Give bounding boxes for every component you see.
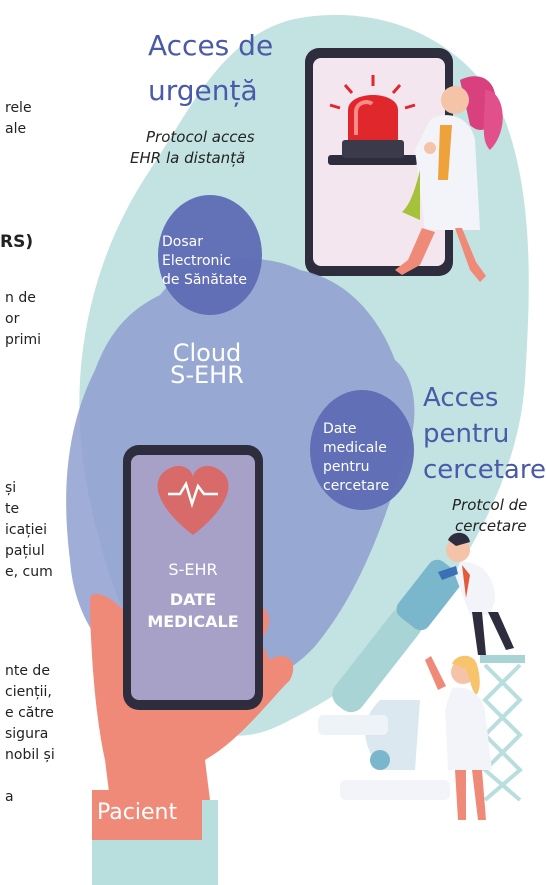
research-bubble [310,390,414,510]
cloud-label-line2: S-EHR [170,361,244,389]
left-text-line: e către [5,705,54,721]
research-subtitle-line2: cercetare [455,517,527,535]
research-bubble-line1: Date [323,421,357,437]
ehr-bubble-line2: Electronic [162,253,232,269]
research-bubble-line3: pentru [323,459,370,475]
research-bubble-line2: medicale [323,440,387,456]
ehr-bubble [158,195,262,315]
emergency-phone-illustration [305,48,453,276]
research-title-line1: Acces [423,383,499,413]
doctor-woman-illustration [395,76,503,282]
left-text-line: cienții, [5,684,52,700]
left-heading-fragment: RS) [0,232,34,252]
patient-label: Pacient [97,800,178,825]
left-text-line: te [5,501,20,517]
left-text-line: a [5,789,14,805]
phone-bold-line2: MEDICALE [147,612,239,631]
left-text-line: pațiul [5,543,45,559]
research-subtitle-line1: Protcol de [452,496,528,514]
left-text-line: or [5,311,20,327]
left-text-line: primi [5,332,42,348]
left-text-line: sigura [5,726,49,742]
emergency-title-line1: Acces de [148,29,274,62]
scientist-man-illustration [438,532,514,655]
scientist-woman-illustration [425,655,492,820]
research-title-line3: cercetare [423,455,546,485]
emergency-subtitle-line1: Protocol acces [146,128,255,146]
scaffold-illustration [482,663,523,802]
s-ehr-phone-illustration [123,445,263,710]
left-text-line: n de [5,290,36,306]
left-text-line: ale [5,121,27,137]
research-bubble-line4: cercetare [323,478,390,494]
siren-icon [328,75,418,165]
left-text-line: și [5,480,17,496]
cloud-label-line1: Cloud [172,339,242,367]
phone-bold-line1: DATE [169,590,217,609]
left-text-line: icației [5,522,48,538]
left-text-line: nte de [5,663,50,679]
ehr-bubble-line1: Dosar [162,234,203,250]
ehr-bubble-line3: de Sănătate [162,272,248,288]
emergency-subtitle-line2: EHR la distanță [130,149,246,167]
left-text-line: nobil și [5,747,55,763]
left-text-line: e, cum [5,564,53,580]
left-text-line: rele [5,100,32,116]
research-title-line2: pentru [423,419,510,449]
phone-label: S-EHR [168,560,218,579]
emergency-title-line2: urgență [148,74,258,107]
